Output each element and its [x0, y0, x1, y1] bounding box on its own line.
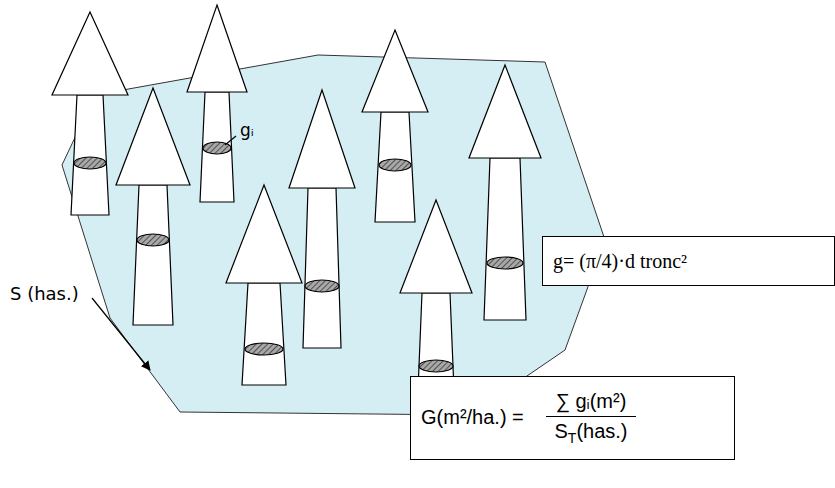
basal-area-section — [245, 343, 283, 355]
tree — [289, 90, 355, 348]
tree-crown — [469, 65, 541, 158]
formula-text: T — [568, 430, 577, 446]
tree — [362, 30, 428, 222]
tree-crown — [289, 90, 355, 188]
tree-crown — [52, 12, 128, 95]
numerator: ∑ gᵢ(m²) — [552, 390, 631, 416]
formula-lhs: G(m²/ha.) = — [421, 406, 524, 429]
fraction-bar — [546, 416, 636, 417]
denominator: ST(has.) — [550, 417, 631, 446]
stand-area — [62, 55, 605, 415]
tree-trunk — [484, 158, 526, 320]
formula-box: G(m²/ha.) = ∑ gᵢ(m²) ST(has.) — [410, 376, 735, 460]
tree-trunk — [303, 188, 341, 348]
tree — [469, 65, 541, 320]
tree-trunk — [133, 185, 173, 325]
basal-area-section — [74, 157, 106, 169]
tree-trunk — [375, 112, 415, 222]
tree-trunk — [242, 283, 286, 385]
tree — [226, 185, 302, 385]
basal-area-section — [137, 234, 169, 246]
basal-area-section — [487, 257, 523, 269]
formula-text: (has.) — [576, 420, 627, 442]
tree-crown — [226, 185, 302, 283]
formula-box: g= (π/4)·d tronc² — [542, 236, 835, 286]
tree-trunk — [200, 92, 234, 202]
basal-area-section — [379, 159, 411, 171]
tree-crown — [187, 5, 247, 92]
formula-text: ∑ gᵢ(m²) — [556, 390, 627, 412]
tree-crown — [116, 88, 190, 185]
fraction: ∑ gᵢ(m²) ST(has.) — [546, 390, 636, 446]
tree-trunk — [71, 95, 109, 215]
tree-crown — [400, 200, 472, 293]
area-label: gᵢ — [240, 120, 254, 140]
basal-area-section — [305, 280, 339, 292]
tree — [187, 5, 247, 202]
formula-text: g= (π/4)·d tronc² — [553, 250, 687, 273]
formula-text: S — [554, 420, 567, 442]
area-label: S (has.) — [10, 283, 79, 304]
pointer-arrow — [92, 298, 150, 370]
basal-area-section — [419, 360, 453, 372]
tree — [116, 88, 190, 325]
leader-line — [225, 136, 236, 145]
tree-crown — [362, 30, 428, 112]
formula-text: G(m²/ha.) = — [421, 406, 524, 428]
